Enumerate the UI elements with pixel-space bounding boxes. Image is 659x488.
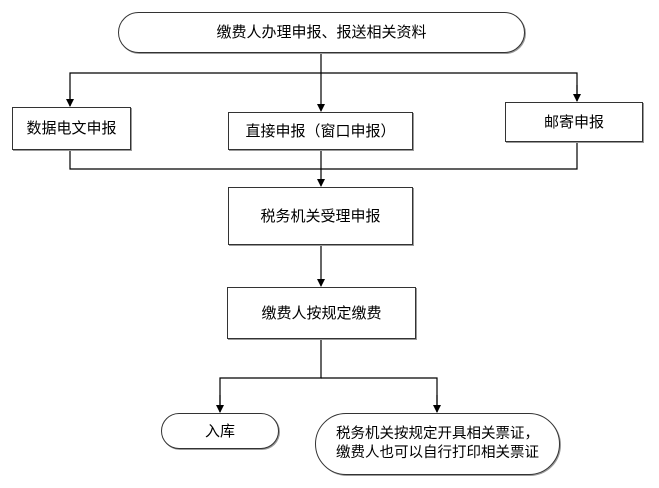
node-direct-label: 直接申报（窗口申报）: [245, 121, 396, 140]
node-electronic-filing: 数据电文申报: [12, 107, 131, 150]
node-receipt-line2: 缴费人也可以自行打印相关票证: [336, 445, 539, 461]
node-receipt-line1: 税务机关按规定开具相关票证，: [336, 426, 539, 442]
merge-line: [69, 142, 578, 170]
node-accept: 税务机关受理申报: [228, 187, 413, 245]
node-storage-label: 入库: [204, 421, 235, 440]
node-receipt: 税务机关按规定开具相关票证， 缴费人也可以自行打印相关票证: [315, 413, 560, 475]
node-direct-filing: 直接申报（窗口申报）: [228, 112, 413, 150]
branch-line-top: [69, 72, 578, 106]
node-storage: 入库: [161, 413, 279, 449]
node-mail-label: 邮寄申报: [543, 112, 604, 131]
node-electronic-label: 数据电文申报: [26, 119, 117, 137]
node-pay-label: 缴费人按规定缴费: [261, 303, 382, 322]
branch-line-bottom-right: [321, 377, 438, 412]
node-pay: 缴费人按规定缴费: [227, 287, 416, 339]
node-mail-filing: 邮寄申报: [505, 102, 643, 142]
node-start-label: 缴费人办理申报、报送相关资料: [216, 23, 427, 41]
branch-line-bottom: [219, 339, 322, 412]
node-accept-label: 税务机关受理申报: [260, 206, 381, 225]
node-start: 缴费人办理申报、报送相关资料: [118, 12, 525, 53]
